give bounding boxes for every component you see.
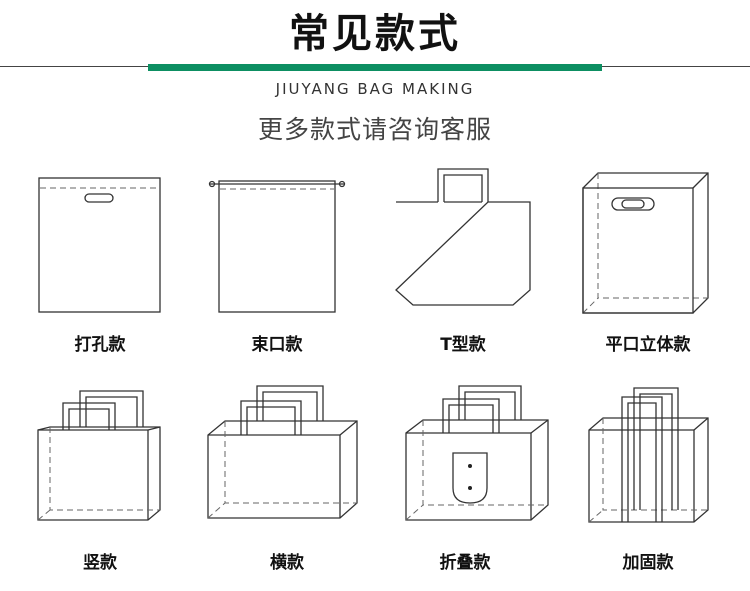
accent-bar (148, 64, 602, 71)
contact-subtitle: 更多款式请咨询客服 (257, 115, 492, 144)
style-label-foldable: 折叠款 (439, 553, 491, 573)
vertical-handle-bag-icon (37, 390, 161, 521)
style-label-vertical: 竖款 (83, 553, 117, 573)
horizontal-handle-bag-icon (207, 385, 358, 519)
style-label-drawstring: 束口款 (251, 335, 303, 355)
page-title: 常见款式 (289, 11, 461, 57)
style-label-flat-3d: 平口立体款 (605, 335, 691, 355)
foldable-bag-icon (405, 385, 549, 521)
reinforced-bag-icon (588, 387, 709, 523)
drawstring-bag-icon (208, 180, 346, 313)
style-label-reinforced: 加固款 (622, 553, 674, 573)
flat-3d-bag-icon (582, 172, 709, 314)
style-label-horizontal: 横款 (270, 553, 304, 573)
die-cut-bag-icon (38, 177, 161, 313)
brand-subtitle: JIUYANG BAG MAKING (275, 80, 475, 98)
style-label-die-cut: 打孔款 (74, 335, 126, 355)
style-label-t-shirt: T型款 (440, 335, 486, 355)
t-shirt-bag-icon (395, 168, 531, 306)
